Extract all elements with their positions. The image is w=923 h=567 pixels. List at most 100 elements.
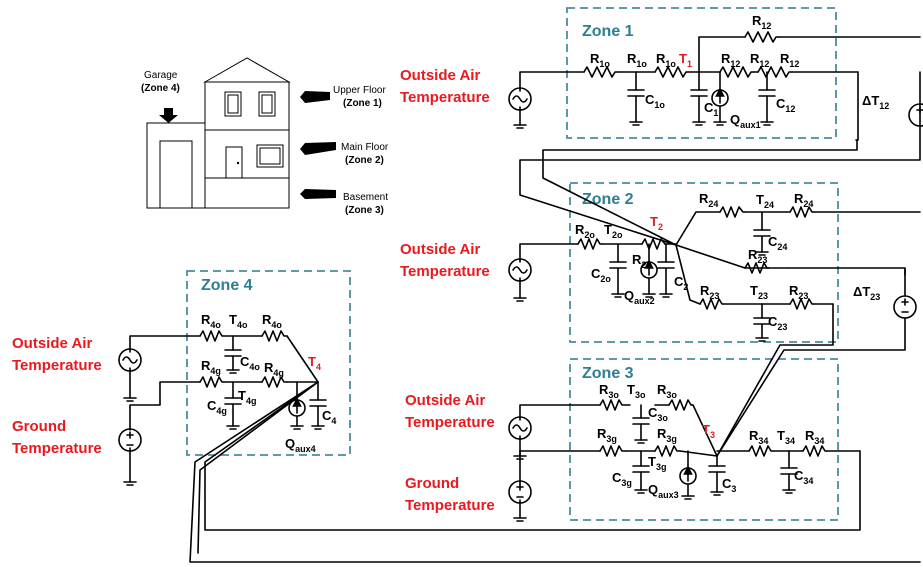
- capacitor-icon: [224, 397, 242, 405]
- resistor-icon: [199, 330, 225, 342]
- garage-zone-label: (Zone 4): [141, 83, 180, 94]
- label-r24-b: R24: [794, 191, 813, 209]
- ground-icon: [634, 489, 648, 494]
- zone-2-box: [569, 182, 839, 343]
- ground-label-zone4: Ground: [12, 418, 66, 435]
- label-c12: C12: [776, 96, 795, 114]
- ground-icon: [782, 489, 796, 494]
- resistor-icon: [199, 376, 225, 388]
- capacitor-icon: [657, 261, 675, 269]
- label-t4o: T4o: [229, 312, 248, 330]
- label-c24: C24: [768, 234, 787, 252]
- node-t2-label: T2: [650, 214, 663, 232]
- basement-zone-label: (Zone 3): [345, 205, 384, 216]
- capacitor-icon: [309, 399, 327, 407]
- label-t3g: T3g: [648, 454, 666, 472]
- resistor-icon: [668, 399, 694, 411]
- resistor-icon: [654, 445, 681, 457]
- current-source-icon: [288, 397, 306, 417]
- resistor-icon: [802, 445, 828, 457]
- capacitor-icon: [708, 465, 726, 473]
- temperature-label-zone4: Temperature: [12, 357, 102, 374]
- resistor-icon: [641, 238, 666, 250]
- label-c1: C1: [704, 100, 718, 118]
- zone-1-box: [566, 7, 837, 139]
- outside-air-label-zone1: Outside Air: [400, 67, 480, 84]
- label-r4o-a: R4o: [201, 312, 221, 330]
- ground-temperature-label-zone3: Temperature: [405, 497, 495, 514]
- zone-1-title: Zone 1: [582, 23, 634, 40]
- label-r1o-c: R1o: [656, 51, 676, 69]
- ground-icon: [642, 293, 656, 298]
- ground-icon: [226, 425, 240, 430]
- label-t23: T23: [750, 283, 768, 301]
- label-qaux1: Qaux1: [730, 112, 761, 130]
- temperature-label-zone2: Temperature: [400, 263, 490, 280]
- ground-icon: [629, 121, 643, 126]
- resistor-icon: [744, 262, 770, 274]
- label-r2o-b: R2o: [632, 252, 652, 270]
- label-c23: C23: [768, 314, 787, 332]
- label-dt23: ΔT23: [853, 284, 880, 302]
- label-qaux4: Qaux4: [285, 436, 316, 454]
- ground-icon: [692, 121, 706, 126]
- resistor-icon: [261, 376, 288, 388]
- label-r23-a: R23: [748, 247, 767, 265]
- resistor-icon: [599, 399, 627, 411]
- label-r12-top: R12: [752, 13, 771, 31]
- ground-icon: [634, 439, 648, 444]
- temperature-label-zone1: Temperature: [400, 89, 490, 106]
- capacitor-icon: [780, 467, 798, 475]
- main-floor-zone-label: (Zone 2): [345, 155, 384, 166]
- label-c1o: C1o: [645, 92, 665, 110]
- main-floor-label: Main Floor: [341, 142, 389, 153]
- ground-icon: [311, 425, 325, 430]
- node-t1-label: T1: [679, 51, 692, 69]
- ground-icon: [755, 251, 769, 256]
- label-c3g: C3g: [612, 470, 632, 488]
- ground-icon: [123, 481, 137, 486]
- label-r24-a: R24: [699, 191, 718, 209]
- resistor-icon: [757, 66, 793, 78]
- capacitor-icon: [627, 89, 645, 97]
- resistor-icon: [699, 298, 725, 310]
- capacitor-icon: [753, 317, 771, 325]
- label-qaux2: Qaux2: [624, 288, 655, 306]
- label-r12-b: R12: [750, 51, 769, 69]
- label-r12-c: R12: [780, 51, 799, 69]
- resistors: [199, 31, 828, 457]
- zone-4-title: Zone 4: [201, 277, 253, 294]
- label-c2: C2: [674, 274, 688, 292]
- label-c4o: C4o: [240, 354, 260, 372]
- garage-label: Garage: [144, 70, 178, 81]
- label-r23-c: R23: [789, 283, 808, 301]
- label-r34-a: R34: [749, 428, 768, 446]
- zone-3-title: Zone 3: [582, 365, 634, 382]
- label-t3o: T3o: [627, 382, 646, 400]
- resistor-icon: [719, 206, 746, 218]
- ground-icon: [123, 397, 137, 402]
- dc-source-icon: [908, 103, 923, 127]
- current-source-icon: [711, 87, 729, 107]
- label-r3o-a: R3o: [599, 382, 619, 400]
- dc-source-icon: [508, 480, 532, 504]
- capacitor-icon: [690, 89, 708, 97]
- ac-source-icon: [508, 87, 532, 111]
- resistor-icon: [599, 445, 627, 457]
- label-r4g-a: R4g: [201, 358, 221, 376]
- upper-floor-label: Upper Floor: [333, 85, 386, 96]
- label-c3: C3: [722, 476, 736, 494]
- ground-icon: [611, 293, 625, 298]
- ground-icon: [513, 517, 527, 522]
- current-source-icon: [640, 259, 658, 279]
- arrow-icon: [300, 142, 336, 155]
- arrow-icon: [159, 108, 178, 123]
- outside-air-label-zone2: Outside Air: [400, 241, 480, 258]
- ground-label-zone3: Ground: [405, 475, 459, 492]
- node-t4-label: T4: [308, 354, 321, 372]
- capacitor-icon: [758, 89, 776, 97]
- arrow-icon: [300, 189, 336, 199]
- ground-icon: [659, 293, 673, 298]
- resistor-icon: [654, 66, 689, 78]
- label-r23-b: R23: [700, 283, 719, 301]
